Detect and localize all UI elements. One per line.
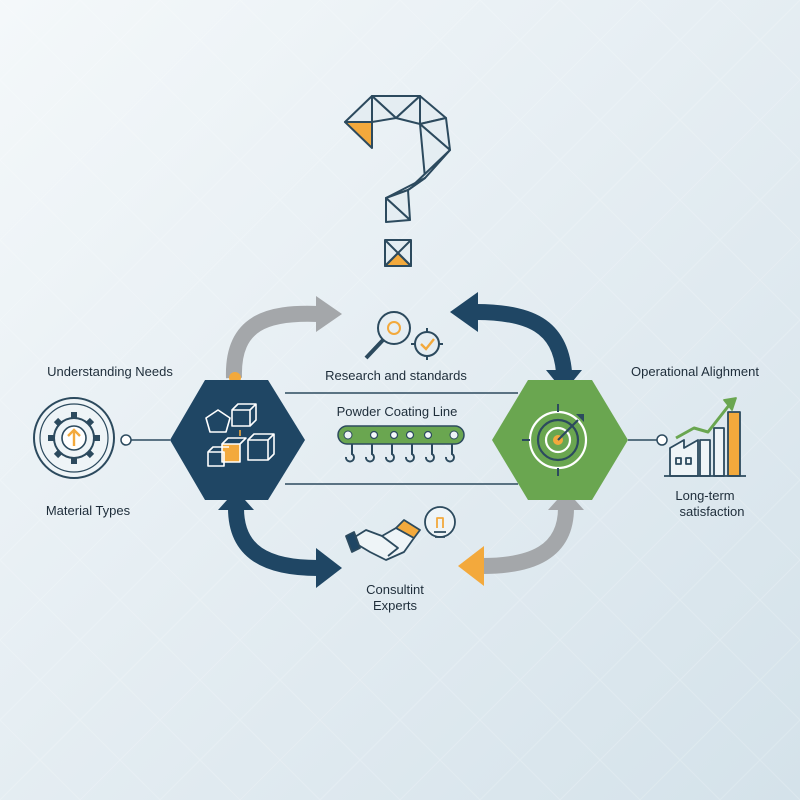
label-understanding-needs: Understanding Needs [47, 364, 173, 379]
hex-connector-lines [120, 392, 668, 485]
label-satisfaction: satisfaction [679, 504, 745, 519]
label-operational-alignment: Operational Alighment [631, 364, 759, 379]
target-icon [522, 404, 588, 476]
factory-growth-chart-icon [664, 397, 746, 477]
label-material-types: Material Types [45, 503, 131, 518]
handshake-lightbulb-icon [345, 506, 456, 561]
label-consultint: Consultint [366, 582, 424, 597]
gear-upload-icon [33, 397, 115, 479]
left-hexagon [170, 380, 305, 500]
label-long-term: Long-term [675, 488, 735, 503]
label-experts: Experts [372, 598, 418, 613]
magnifier-gear-check-icon [364, 311, 443, 360]
conveyor-icon [337, 425, 465, 463]
boxes-icon [205, 403, 275, 467]
label-research-standards: Research and standards [325, 368, 467, 383]
label-powder-coating-line: Powder Coating Line [336, 404, 458, 419]
question-mark-icon [344, 95, 451, 267]
